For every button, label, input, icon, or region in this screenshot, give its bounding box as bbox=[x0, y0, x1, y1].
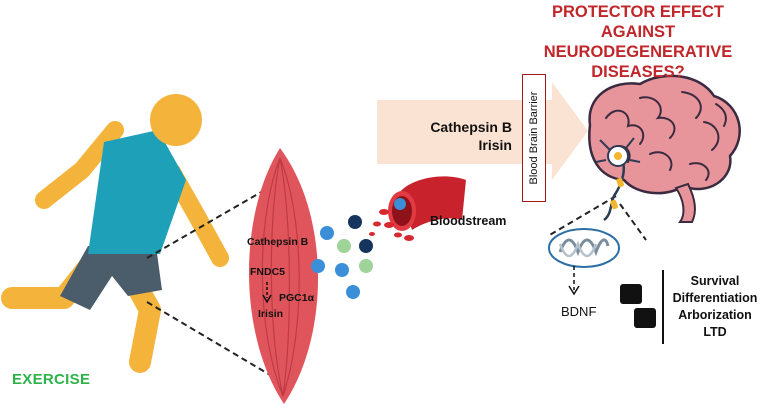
arrow-label-cathepsin: Cathepsin B bbox=[430, 119, 512, 135]
muscle-label-pgc1a: PGC1α bbox=[279, 292, 315, 304]
muscle-label-cathepsin: Cathepsin B bbox=[247, 236, 309, 248]
arrow-label-irisin: Irisin bbox=[478, 137, 512, 153]
particle bbox=[337, 239, 351, 253]
particle bbox=[346, 285, 360, 299]
title-line: DISEASES? bbox=[591, 63, 685, 81]
effect-item: LTD bbox=[703, 325, 727, 339]
bdnf-label: BDNF bbox=[561, 304, 597, 319]
title-line: NEURODEGENERATIVE bbox=[543, 43, 733, 61]
muscle-illustration bbox=[248, 148, 319, 404]
title-line: AGAINST bbox=[600, 23, 676, 41]
particle bbox=[348, 215, 362, 229]
muscle-label-fndc5: FNDC5 bbox=[250, 266, 286, 278]
bdnf-square bbox=[634, 308, 656, 328]
effect-item: Differentiation bbox=[672, 291, 758, 305]
bloodstream-label: Bloodstream bbox=[430, 214, 507, 228]
bdnf-arrow bbox=[568, 266, 580, 296]
effect-item: Arborization bbox=[678, 308, 752, 322]
particle bbox=[335, 263, 349, 277]
effects-list: Survival Differentiation Arborization LT… bbox=[664, 273, 766, 341]
title: PROTECTOR EFFECT AGAINST NEURODEGENERATI… bbox=[520, 2, 756, 82]
fndc5-arrow bbox=[262, 282, 272, 304]
blood-brain-barrier-label: Blood Brain Barrier bbox=[528, 91, 540, 185]
particle bbox=[311, 259, 325, 273]
bdnf-square bbox=[620, 284, 642, 304]
blood-particles bbox=[311, 215, 373, 299]
muscle-label-irisin: Irisin bbox=[258, 308, 284, 320]
gene-expression-oval bbox=[548, 228, 620, 268]
runner-figure bbox=[1, 94, 229, 373]
particle bbox=[359, 259, 373, 273]
exercise-label: EXERCISE bbox=[12, 371, 91, 388]
brain-illustration bbox=[588, 74, 741, 223]
effect-item: Survival bbox=[690, 274, 740, 288]
blood-vessel bbox=[369, 176, 466, 241]
particle bbox=[320, 226, 334, 240]
dashed-connectors bbox=[146, 179, 647, 383]
arrow-label: Cathepsin B Irisin bbox=[400, 118, 512, 154]
particle bbox=[359, 239, 373, 253]
title-line: PROTECTOR EFFECT bbox=[551, 3, 725, 21]
blood-brain-barrier: Blood Brain Barrier bbox=[522, 74, 546, 202]
neuron-cell bbox=[595, 137, 641, 221]
